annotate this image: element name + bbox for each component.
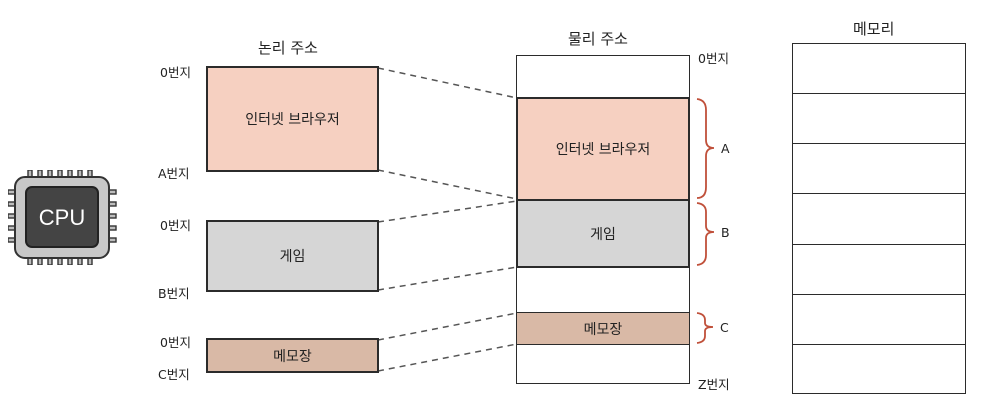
map-line-game-top xyxy=(377,200,518,223)
logical-block-browser: 인터넷 브라우저 xyxy=(206,66,379,172)
map-line-browser-bottom xyxy=(377,169,518,200)
logical-notepad-start-label: 0번지 xyxy=(160,335,191,350)
physical-region-notepad-label: 메모장 xyxy=(583,321,623,338)
logical-block-browser-label: 인터넷 브라우저 xyxy=(245,112,340,128)
memory-cell-divider xyxy=(793,93,965,94)
physical-region-game-label: 게임 xyxy=(590,226,616,243)
cpu-chip-icon: CPU xyxy=(7,169,118,266)
physical-end-label: Z번지 xyxy=(698,377,730,392)
logical-notepad-end-label: C번지 xyxy=(158,367,190,382)
logical-browser-end-label: A번지 xyxy=(158,166,190,181)
physical-region-browser: 인터넷 브라우저 xyxy=(516,97,690,201)
physical-region-notepad: 메모장 xyxy=(516,312,690,345)
map-line-notepad-bottom xyxy=(377,343,518,372)
memory-grid xyxy=(792,43,966,394)
logical-game-start-label: 0번지 xyxy=(160,218,191,233)
cpu-label: CPU xyxy=(39,205,85,230)
logical-block-notepad-label: 메모장 xyxy=(273,348,312,365)
brace-c xyxy=(696,312,714,344)
brace-b xyxy=(696,202,715,266)
brace-label-a: A xyxy=(721,141,730,156)
brace-label-b: B xyxy=(721,225,730,240)
map-line-game-bottom xyxy=(377,266,518,291)
map-line-notepad-top xyxy=(377,312,518,341)
memory-cell-divider xyxy=(793,193,965,194)
logical-game-end-label: B번지 xyxy=(158,286,190,301)
map-line-browser-top xyxy=(377,67,518,99)
logical-address-title: 논리 주소 xyxy=(258,39,318,57)
physical-region-browser-label: 인터넷 브라우저 xyxy=(555,142,651,158)
memory-title: 메모리 xyxy=(853,20,895,38)
logical-block-notepad: 메모장 xyxy=(206,338,379,373)
logical-browser-start-label: 0번지 xyxy=(160,65,191,80)
physical-region-game: 게임 xyxy=(516,199,690,268)
cpu-chip-graphic: CPU xyxy=(7,169,117,266)
memory-cell-divider xyxy=(793,344,965,345)
physical-address-title: 물리 주소 xyxy=(568,30,628,48)
logical-block-game: 게임 xyxy=(206,220,379,292)
memory-cell-divider xyxy=(793,143,965,144)
memory-cell-divider xyxy=(793,294,965,295)
logical-block-game-label: 게임 xyxy=(279,249,306,265)
memory-cell-divider xyxy=(793,244,965,245)
brace-a xyxy=(696,98,715,199)
brace-label-c: C xyxy=(720,320,729,335)
physical-start-label: 0번지 xyxy=(698,51,729,66)
